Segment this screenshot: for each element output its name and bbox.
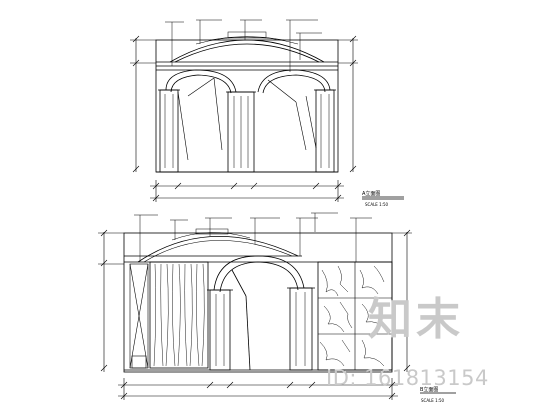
lower-columns (207, 287, 315, 371)
lower-vault (124, 228, 302, 263)
upper-annotation-leaders (165, 19, 322, 72)
upper-elevation-title: A立面图 (362, 190, 380, 197)
upper-right-dimension (338, 35, 358, 173)
lower-bottom-dimension (118, 378, 398, 400)
upper-left-dimension (130, 35, 156, 173)
lower-wood-panel (149, 261, 209, 369)
lower-curtain-panel (129, 263, 149, 369)
lower-elevation-scale: SCALE 1:50 (421, 398, 445, 403)
upper-title-block (362, 196, 404, 200)
upper-columns (158, 89, 336, 173)
watermark-id: ID: 161813154 (326, 366, 489, 390)
lower-marble-panels (317, 261, 393, 371)
upper-elevation (130, 19, 404, 202)
lower-elevation-title: B立面图 (420, 386, 438, 393)
upper-bottom-dimension (150, 180, 344, 202)
upper-arches (165, 69, 331, 94)
lower-right-dimension (392, 229, 412, 372)
upper-vault (156, 31, 338, 71)
watermark-brand: 知末 (368, 294, 464, 345)
upper-interior-lines (177, 77, 317, 161)
lower-left-dimension (98, 229, 124, 372)
upper-elevation-scale: SCALE 1:50 (365, 202, 389, 207)
lower-annotation-leaders (134, 212, 372, 262)
lower-arch (213, 255, 305, 371)
lower-elevation (98, 212, 456, 400)
